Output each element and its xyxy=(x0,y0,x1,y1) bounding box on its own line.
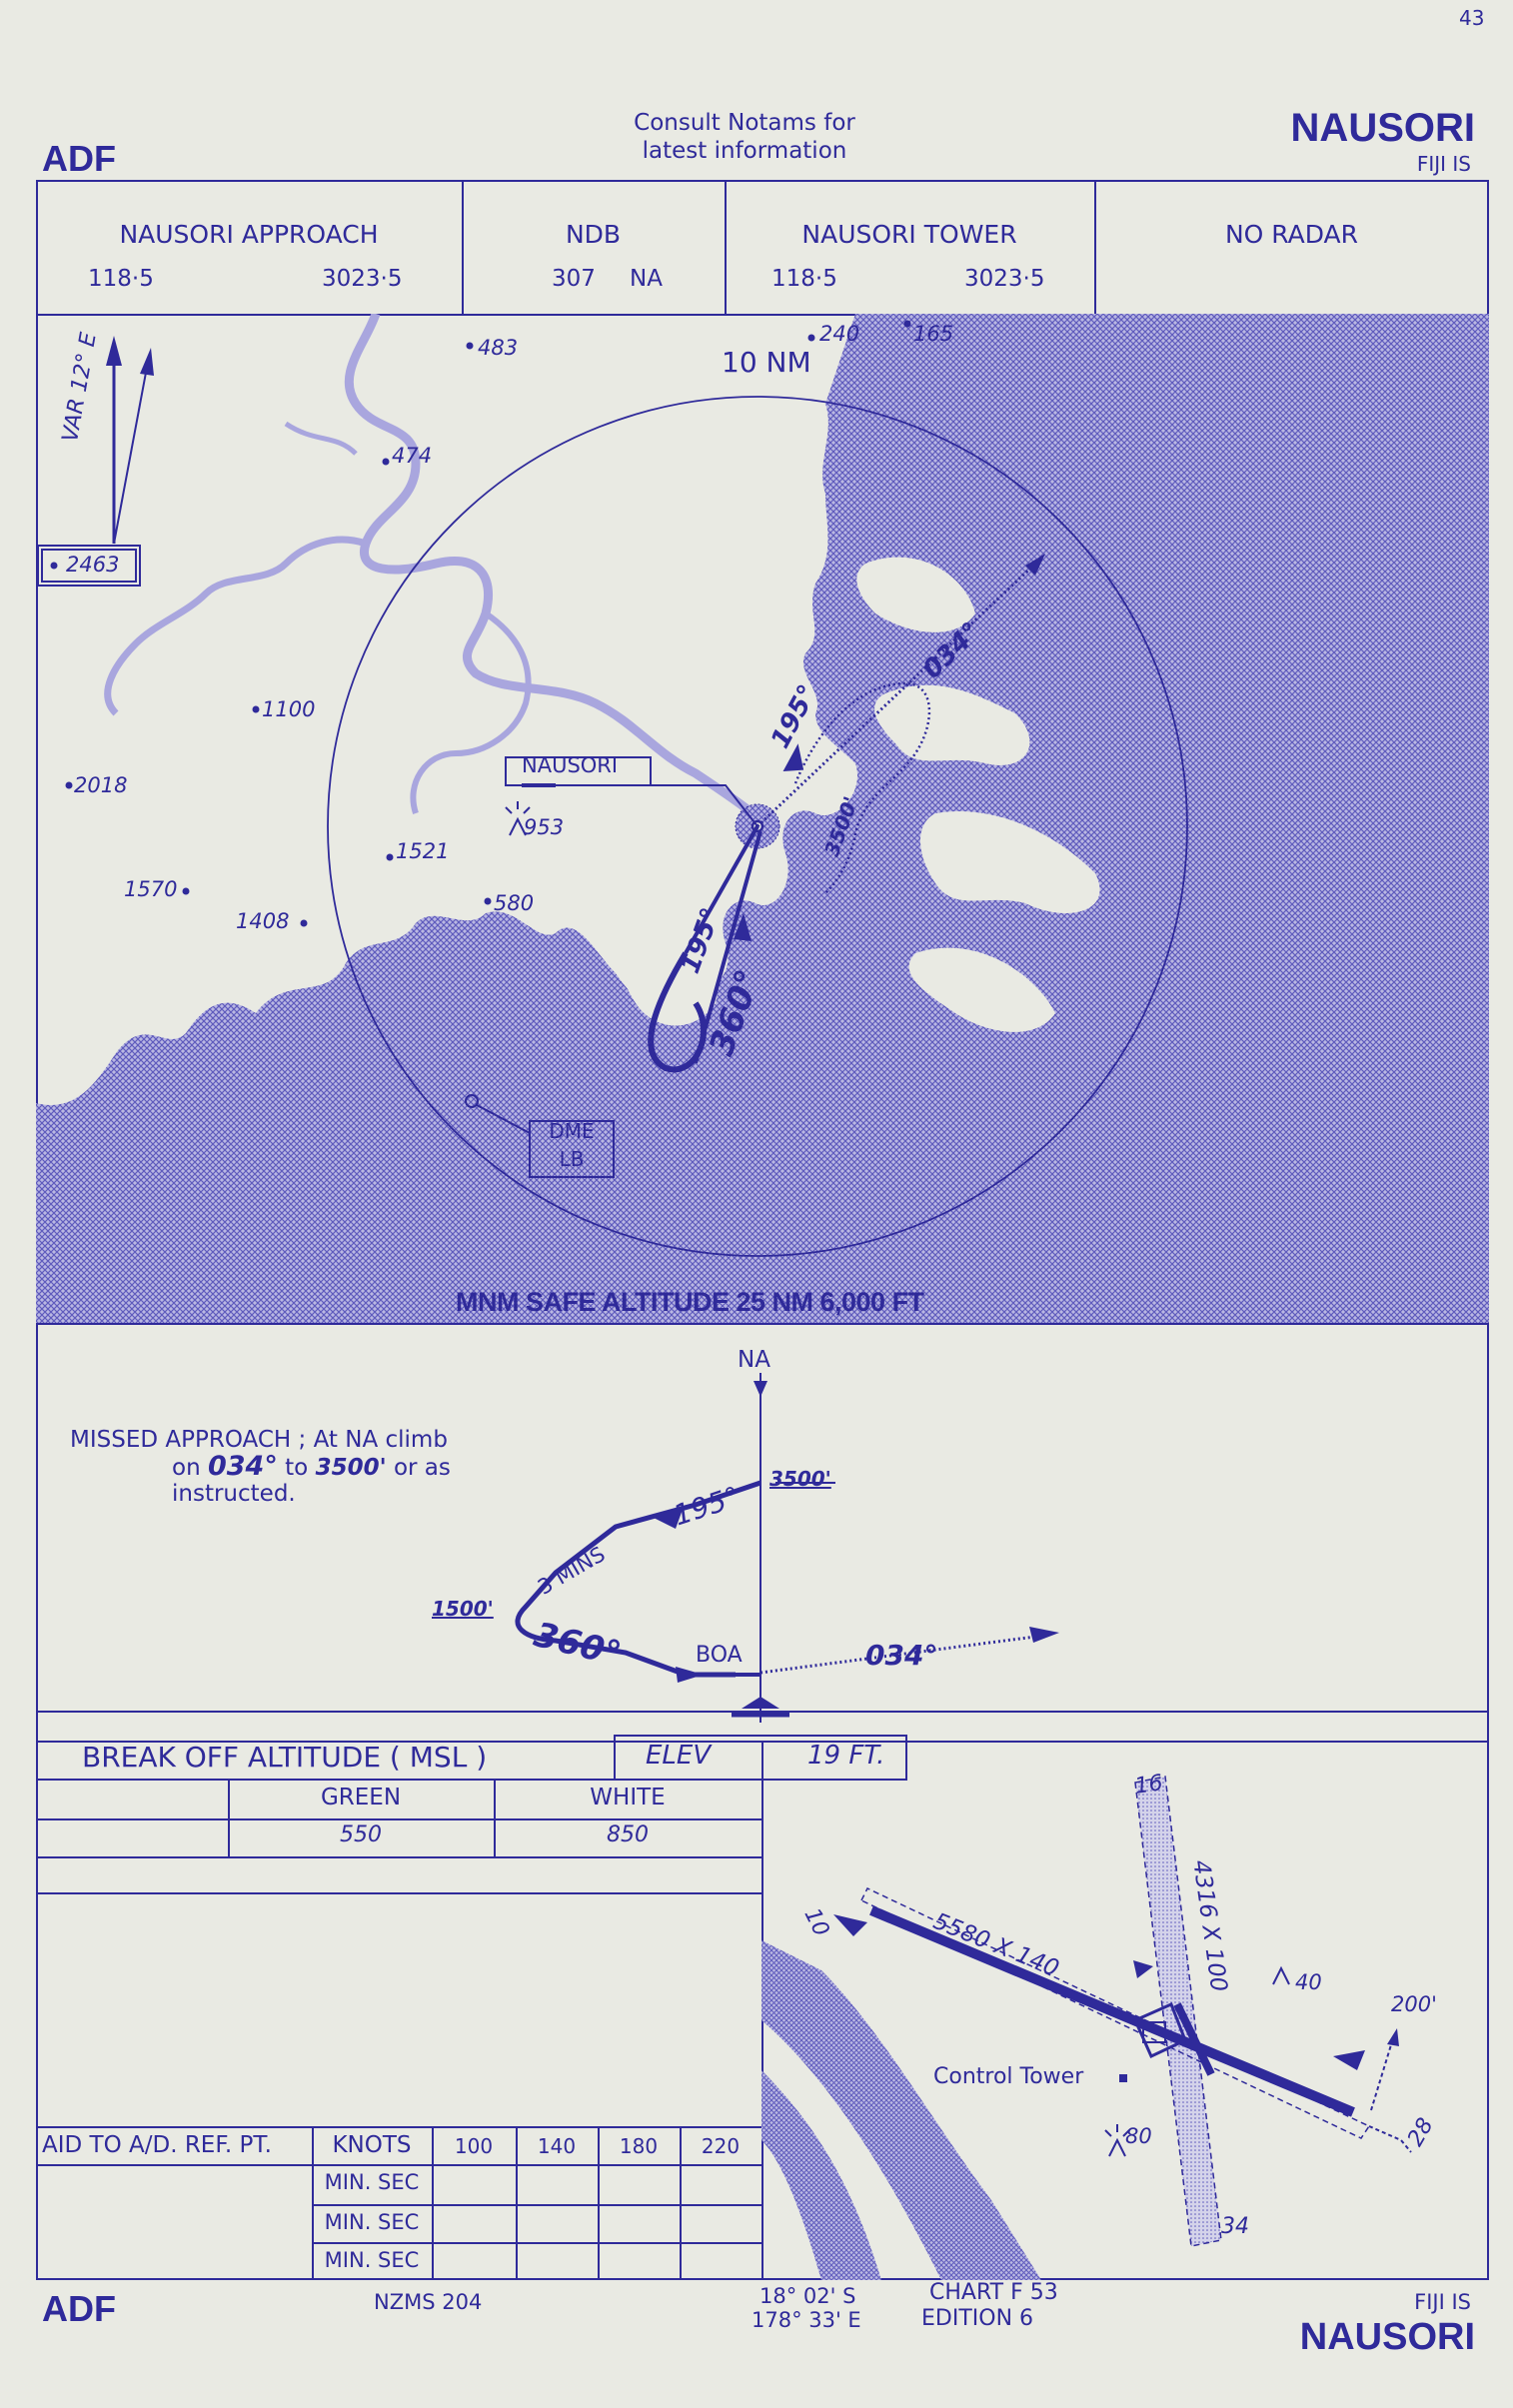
footer-latitude: 18° 02' S xyxy=(759,2284,856,2308)
comm-ndb-name: NDB xyxy=(565,220,622,249)
ma-track: 034° xyxy=(207,1451,278,1482)
footer-chart-type: ADF xyxy=(42,2288,116,2329)
speed-220: 220 xyxy=(701,2134,741,2158)
inbound-track xyxy=(694,830,762,1064)
spot-height: 474 xyxy=(392,444,433,468)
plan-view-bottom xyxy=(36,1323,1489,1325)
spot-height: 483 xyxy=(478,336,519,360)
profile-turn-alt: 1500' xyxy=(432,1597,494,1621)
ma-alt: 3500' xyxy=(315,1455,387,1481)
rwy-end-16: 16 xyxy=(1133,1771,1165,1800)
profile-bottom xyxy=(36,1711,1489,1713)
footer-airport: NAUSORI xyxy=(1299,2316,1475,2358)
spot-height: 580 xyxy=(494,891,535,915)
rwy-end-34: 34 xyxy=(1221,2214,1249,2239)
height-200: 200' xyxy=(1391,1992,1437,2016)
runway-10-28 xyxy=(869,1905,1355,2117)
missed-approach-line2: on 034° to 3500' or as xyxy=(172,1451,451,1482)
spot-height: 2018 xyxy=(74,773,128,797)
procedure-turn xyxy=(648,951,708,1073)
spot-height: 1570 xyxy=(124,877,178,901)
comm-ndb-ident: NA xyxy=(630,266,663,292)
minima-val-white: 850 xyxy=(607,1822,649,1847)
footer-country: FIJI IS xyxy=(1414,2290,1471,2314)
comm-approach-freq1: 118·5 xyxy=(88,266,154,292)
aerodrome-diagram xyxy=(761,1776,1412,2280)
dme-label: DME xyxy=(549,1119,595,1143)
chart-type-title: ADF xyxy=(42,138,116,179)
ma-on: on xyxy=(172,1455,201,1481)
spot-height: 165 xyxy=(913,322,954,346)
outbound-track xyxy=(684,825,759,954)
knots-label: KNOTS xyxy=(332,2132,412,2158)
spot-height: 240 xyxy=(819,322,860,346)
missed-approach-line1: MISSED APPROACH ; At NA climb xyxy=(70,1427,448,1453)
speed-100: 100 xyxy=(454,2134,494,2158)
land-east xyxy=(36,314,1489,1323)
minima-col-green: GREEN xyxy=(320,1785,402,1810)
range-ring-10nm xyxy=(327,396,1188,1257)
notams-notice-line1: Consult Notams for xyxy=(634,110,855,136)
speed-180: 180 xyxy=(619,2134,659,2158)
speed-140: 140 xyxy=(537,2134,577,2158)
comm-tower-freq2: 3023·5 xyxy=(964,266,1045,292)
footer-map-ref: NZMS 204 xyxy=(374,2290,483,2314)
ndb-label-text: NAUSORI xyxy=(522,753,619,777)
profile-diagram xyxy=(515,1373,1059,1723)
min-sec-row1: MIN. SEC xyxy=(324,2170,420,2194)
elevation-value: 19 FT. xyxy=(807,1741,885,1771)
airport-country: FIJI IS xyxy=(1416,152,1471,176)
comm-radar-status: NO RADAR xyxy=(1224,220,1359,249)
boxed-peak-2463: 2463 xyxy=(66,553,120,577)
comms-strip-bottom xyxy=(36,314,1489,316)
comm-tower-freq1: 118·5 xyxy=(771,266,837,292)
comm-ndb-freq: 307 xyxy=(552,266,596,292)
footer-edition: EDITION 6 xyxy=(921,2306,1034,2331)
minima-title: BREAK OFF ALTITUDE ( MSL ) xyxy=(82,1741,488,1774)
dme-symbol xyxy=(465,1094,479,1108)
footer-longitude: 178° 33' E xyxy=(752,2308,861,2332)
profile-fix-label: NA xyxy=(738,1347,770,1373)
profile-missed: 034° xyxy=(865,1639,938,1672)
notams-notice-line2: latest information xyxy=(642,138,847,164)
missed-approach-line3: instructed. xyxy=(172,1481,296,1507)
profile-start-alt: 3500' xyxy=(769,1467,831,1491)
minima-col-white: WHITE xyxy=(590,1785,666,1810)
airport-title: NAUSORI xyxy=(1290,106,1475,150)
aid-label: AID TO A/D. REF. PT. xyxy=(42,2132,272,2158)
elevation-label: ELEV xyxy=(646,1741,712,1771)
comm-approach-name: NAUSORI APPROACH xyxy=(119,220,379,249)
spot-height: 1100 xyxy=(262,697,316,721)
range-ring-label: 10 NM xyxy=(722,346,811,379)
plan-view-map xyxy=(36,314,1489,1323)
ma-or: or as xyxy=(393,1455,451,1481)
footer-chart-id: CHART F 53 xyxy=(929,2280,1058,2305)
spot-height: 1408 xyxy=(236,909,290,933)
spot-height: 1521 xyxy=(396,839,450,863)
msa-label: MNM SAFE ALTITUDE 25 NM 6,000 FT xyxy=(456,1287,924,1317)
comm-tower-name: NAUSORI TOWER xyxy=(801,220,1017,249)
profile-boa: BOA xyxy=(696,1643,743,1668)
minima-val-green: 550 xyxy=(340,1822,382,1847)
comm-approach-freq2: 3023·5 xyxy=(322,266,403,292)
min-sec-row2: MIN. SEC xyxy=(324,2210,420,2234)
obstacle-40: 40 xyxy=(1295,1970,1322,1994)
page-number: 43 xyxy=(1459,6,1485,30)
control-tower-label: Control Tower xyxy=(933,2064,1084,2089)
min-sec-row3: MIN. SEC xyxy=(324,2248,420,2272)
ma-to: to xyxy=(285,1455,309,1481)
ndb-label: NAUSORI xyxy=(522,753,618,777)
spot-height: 953 xyxy=(524,815,565,839)
dme-ident: LB xyxy=(559,1147,585,1171)
obstacle-80: 80 xyxy=(1125,2124,1152,2148)
